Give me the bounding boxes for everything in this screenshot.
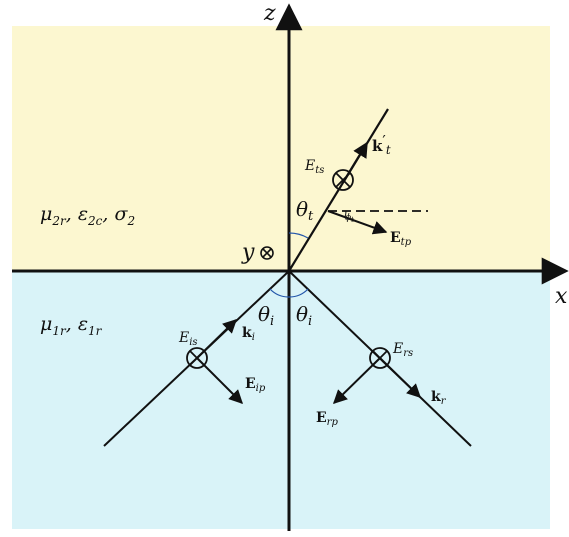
y-into-page-icon	[260, 246, 274, 260]
eip-label: Eip	[245, 376, 266, 394]
theta-i-label-right: θi	[296, 302, 312, 329]
erp-vector	[332, 357, 381, 404]
lower-medium-region	[12, 271, 550, 529]
z-axis-label: z	[263, 1, 276, 26]
phi-t-label: ϕt	[345, 213, 354, 224]
upper-medium-label: μ2r, ε2c, σ2	[40, 203, 135, 228]
upper-medium-region	[12, 26, 550, 271]
ki-label: ki	[242, 325, 255, 343]
theta-t-arc	[288, 232, 309, 239]
phi-t-arc	[344, 210, 347, 218]
theta-i-label-left: θi	[258, 302, 274, 329]
etp-vector	[327, 210, 388, 235]
transmitted-ray	[288, 108, 389, 272]
kr-label: kr	[431, 389, 447, 407]
kt-prime-label: k′t	[372, 132, 391, 157]
lower-medium-label: μ1r, ε1r	[40, 313, 103, 338]
ets-into-page-icon	[332, 169, 354, 191]
eip-vector	[196, 357, 243, 404]
theta-i-arc-left	[269, 288, 290, 298]
ers-label: Ers	[392, 341, 413, 359]
eis-label: Eis	[178, 330, 198, 348]
theta-t-label: θt	[296, 197, 314, 224]
y-axis-label: y	[241, 240, 255, 265]
x-axis-label: x	[555, 284, 568, 309]
ets-label: Ets	[304, 158, 324, 176]
erp-label: Erp	[316, 410, 338, 428]
theta-i-arc-right	[288, 288, 309, 298]
etp-label: Etp	[390, 230, 412, 248]
